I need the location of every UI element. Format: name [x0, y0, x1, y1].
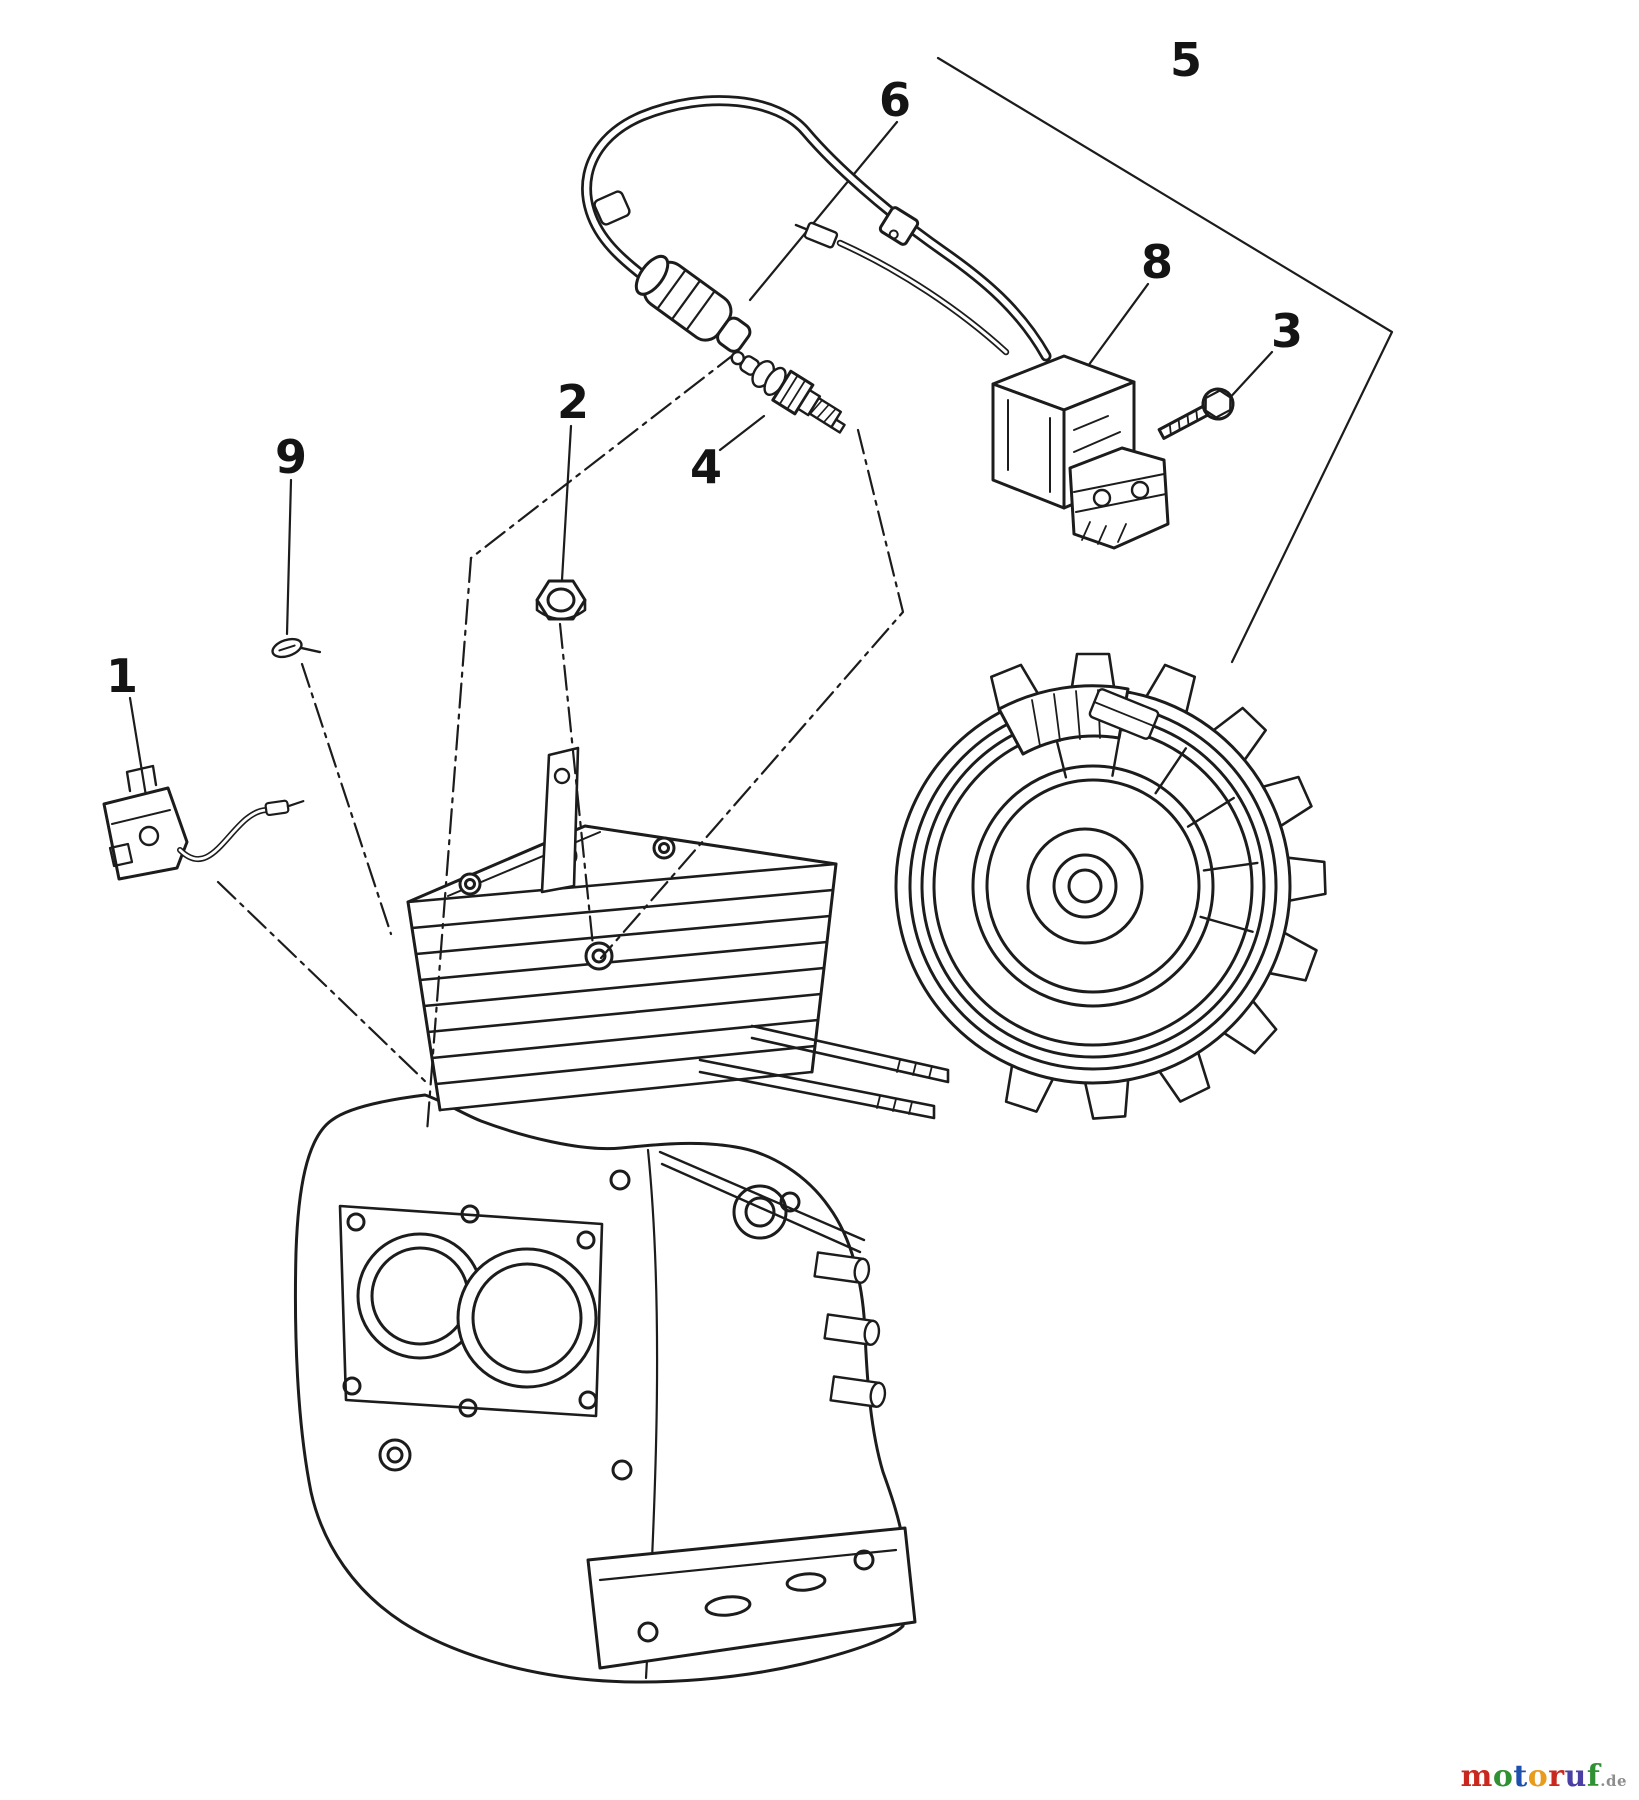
callout-4: 4 [689, 440, 723, 494]
base-flange [586, 1526, 917, 1670]
flange-bolt [1157, 387, 1235, 440]
head-bracket [540, 746, 580, 894]
cylinder-head [406, 746, 950, 1120]
leader-callout-3 [1224, 350, 1274, 404]
spark-plug-cap [634, 254, 752, 353]
cable-sleeve [593, 190, 631, 226]
head-studs [698, 1024, 950, 1120]
leader-lines [128, 56, 1394, 1134]
callout-2: 2 [556, 375, 590, 429]
watermark-domain-suffix: .de [1600, 1772, 1627, 1790]
ignition-coil [991, 354, 1170, 550]
watermark-letter: r [1548, 1759, 1565, 1794]
callout-8: 8 [1140, 235, 1174, 289]
callout-1: 1 [105, 649, 139, 703]
mounting-bosses [813, 1251, 887, 1408]
crankcase [293, 1093, 917, 1684]
watermark-letter: m [1460, 1759, 1493, 1794]
watermark-letter: t [1513, 1759, 1528, 1794]
watermark-letter: f [1586, 1759, 1601, 1794]
callout-9: 9 [274, 430, 308, 484]
leader-callout-8 [1086, 282, 1150, 368]
leader-callout-4 [718, 414, 766, 452]
leader-callout-1 [128, 696, 148, 798]
engine-block [293, 746, 950, 1684]
leader-callout-5 [936, 56, 1394, 664]
callout-5: 5 [1169, 33, 1203, 87]
hex-nut [535, 579, 587, 621]
leader-callout-6 [748, 120, 899, 302]
spark-plug-lead [581, 95, 1052, 362]
kill-wire [794, 221, 1010, 356]
cable-clamp [878, 206, 920, 246]
assembly-centerlines [216, 350, 905, 1134]
coil-core-bracket [1068, 446, 1170, 550]
bullet-terminal [264, 799, 305, 817]
stop-switch [102, 764, 305, 881]
flag-terminal [794, 221, 839, 249]
leader-callout-2 [560, 424, 573, 582]
flywheel-magnet [997, 684, 1160, 756]
callout-6: 6 [878, 73, 912, 127]
watermark: motoruf.de [1461, 1762, 1627, 1792]
leader-callout-9 [285, 478, 293, 636]
stop-switch-wire [177, 799, 305, 862]
flywheel [894, 652, 1327, 1121]
watermark-letter: u [1564, 1759, 1587, 1794]
spark-plug [730, 350, 846, 434]
wire-clip [271, 637, 322, 659]
watermark-letter: o [1492, 1759, 1514, 1794]
callout-3: 3 [1270, 304, 1304, 358]
watermark-letter: o [1527, 1759, 1549, 1794]
